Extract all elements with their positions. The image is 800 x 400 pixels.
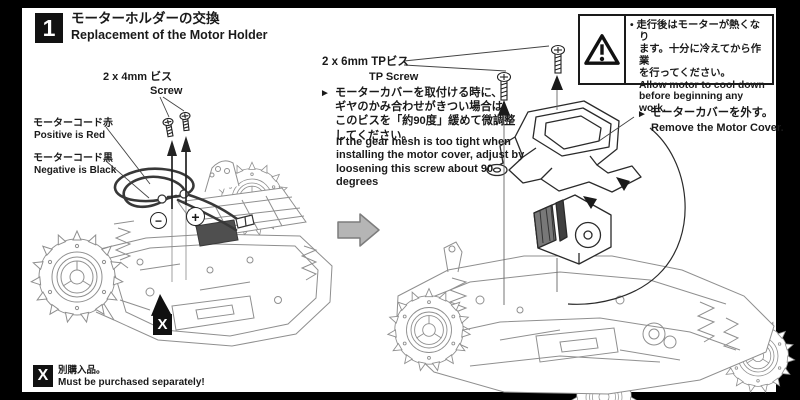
left-motor-cords	[113, 167, 246, 232]
warning-line: Allow motor to cool down	[639, 79, 765, 91]
warning-line: ます。十分に冷えてから作業	[639, 43, 762, 67]
note-line: installing the motor cover, adjust by	[336, 149, 525, 162]
arrowheads-right	[498, 75, 630, 209]
step-number-box: 1	[35, 13, 63, 43]
warning-text: • 走行後はモーターが熱くなり ます。十分に冷えてから作業 を行ってください。 …	[626, 16, 772, 114]
warning-line: を行ってください。	[639, 67, 731, 79]
page-title-en: Replacement of the Motor Holder	[71, 28, 268, 42]
left-chassis-drawing	[31, 160, 333, 347]
guide-lines-right	[503, 90, 558, 305]
note-line: このビスを「約90度」緩めて微調整	[335, 115, 516, 128]
note-line: してください。	[335, 129, 413, 142]
tp-screw-label-jp: 2 x 6mm TPビス	[322, 56, 409, 68]
red-cord-label-jp: モーターコード赤	[33, 118, 113, 129]
note-line: ギヤのかみ合わせがきつい場合は、	[335, 101, 515, 114]
leader-lines-left	[105, 96, 185, 199]
separate-purchase-pointer	[151, 294, 171, 316]
tp-screw-label-en: TP Screw	[369, 71, 419, 83]
leader-lines-right	[403, 45, 686, 305]
motor-cover-drawing	[486, 100, 642, 193]
screw-label-jp: 2 x 4mm ビス	[103, 71, 173, 83]
page-title-jp: モーターホルダーの交換	[71, 11, 220, 26]
note-arrow-marker: ►	[320, 88, 330, 99]
small-screws	[161, 111, 193, 138]
note-line: loosening this screw about 90	[336, 162, 494, 175]
black-cord-label-jp: モーターコード黒	[33, 153, 113, 164]
black-cord-label-en: Negative is Black	[34, 165, 117, 176]
remove-cover-label-jp: モーターカバーを外す。	[650, 107, 774, 119]
red-cord-label-en: Positive is Red	[34, 130, 106, 141]
right-chassis-drawing	[387, 241, 794, 400]
warning-triangle-icon	[580, 16, 626, 83]
legend-x-mark: X	[33, 365, 53, 387]
warning-box: • 走行後はモーターが熱くなり ます。十分に冷えてから作業 を行ってください。 …	[578, 14, 774, 114]
motor-drawing	[533, 194, 612, 265]
transition-arrow-icon	[337, 213, 380, 247]
note-line: degrees	[336, 176, 379, 189]
remove-cover-label-en: Remove the Motor Cover.	[651, 122, 784, 134]
screw-label-en: Screw	[150, 85, 183, 97]
warning-line: before beginning any work.	[639, 91, 744, 115]
minus-terminal-symbol: −	[150, 212, 167, 229]
separate-purchase-mark: X	[153, 314, 172, 335]
plus-terminal-symbol: +	[186, 207, 205, 226]
note-line: If the gear mesh is too tight when	[336, 136, 511, 148]
legend-text-en: Must be purchased separately!	[58, 377, 205, 388]
warning-line: • 走行後はモーターが熱くなり	[630, 20, 761, 43]
note-line: モーターカバーを取付ける時に、	[335, 87, 503, 99]
legend-text-jp: 別購入品。	[58, 365, 106, 376]
gear-mesh-note-en: If the gear mesh is too tight when insta…	[336, 136, 524, 190]
remove-cover-arrow-marker: ►	[637, 109, 647, 120]
step-number: 1	[42, 14, 56, 41]
gear-mesh-note-jp: モーターカバーを取付ける時に、 ギヤのかみ合わせがきつい場合は、 このビスを「約…	[335, 86, 515, 143]
